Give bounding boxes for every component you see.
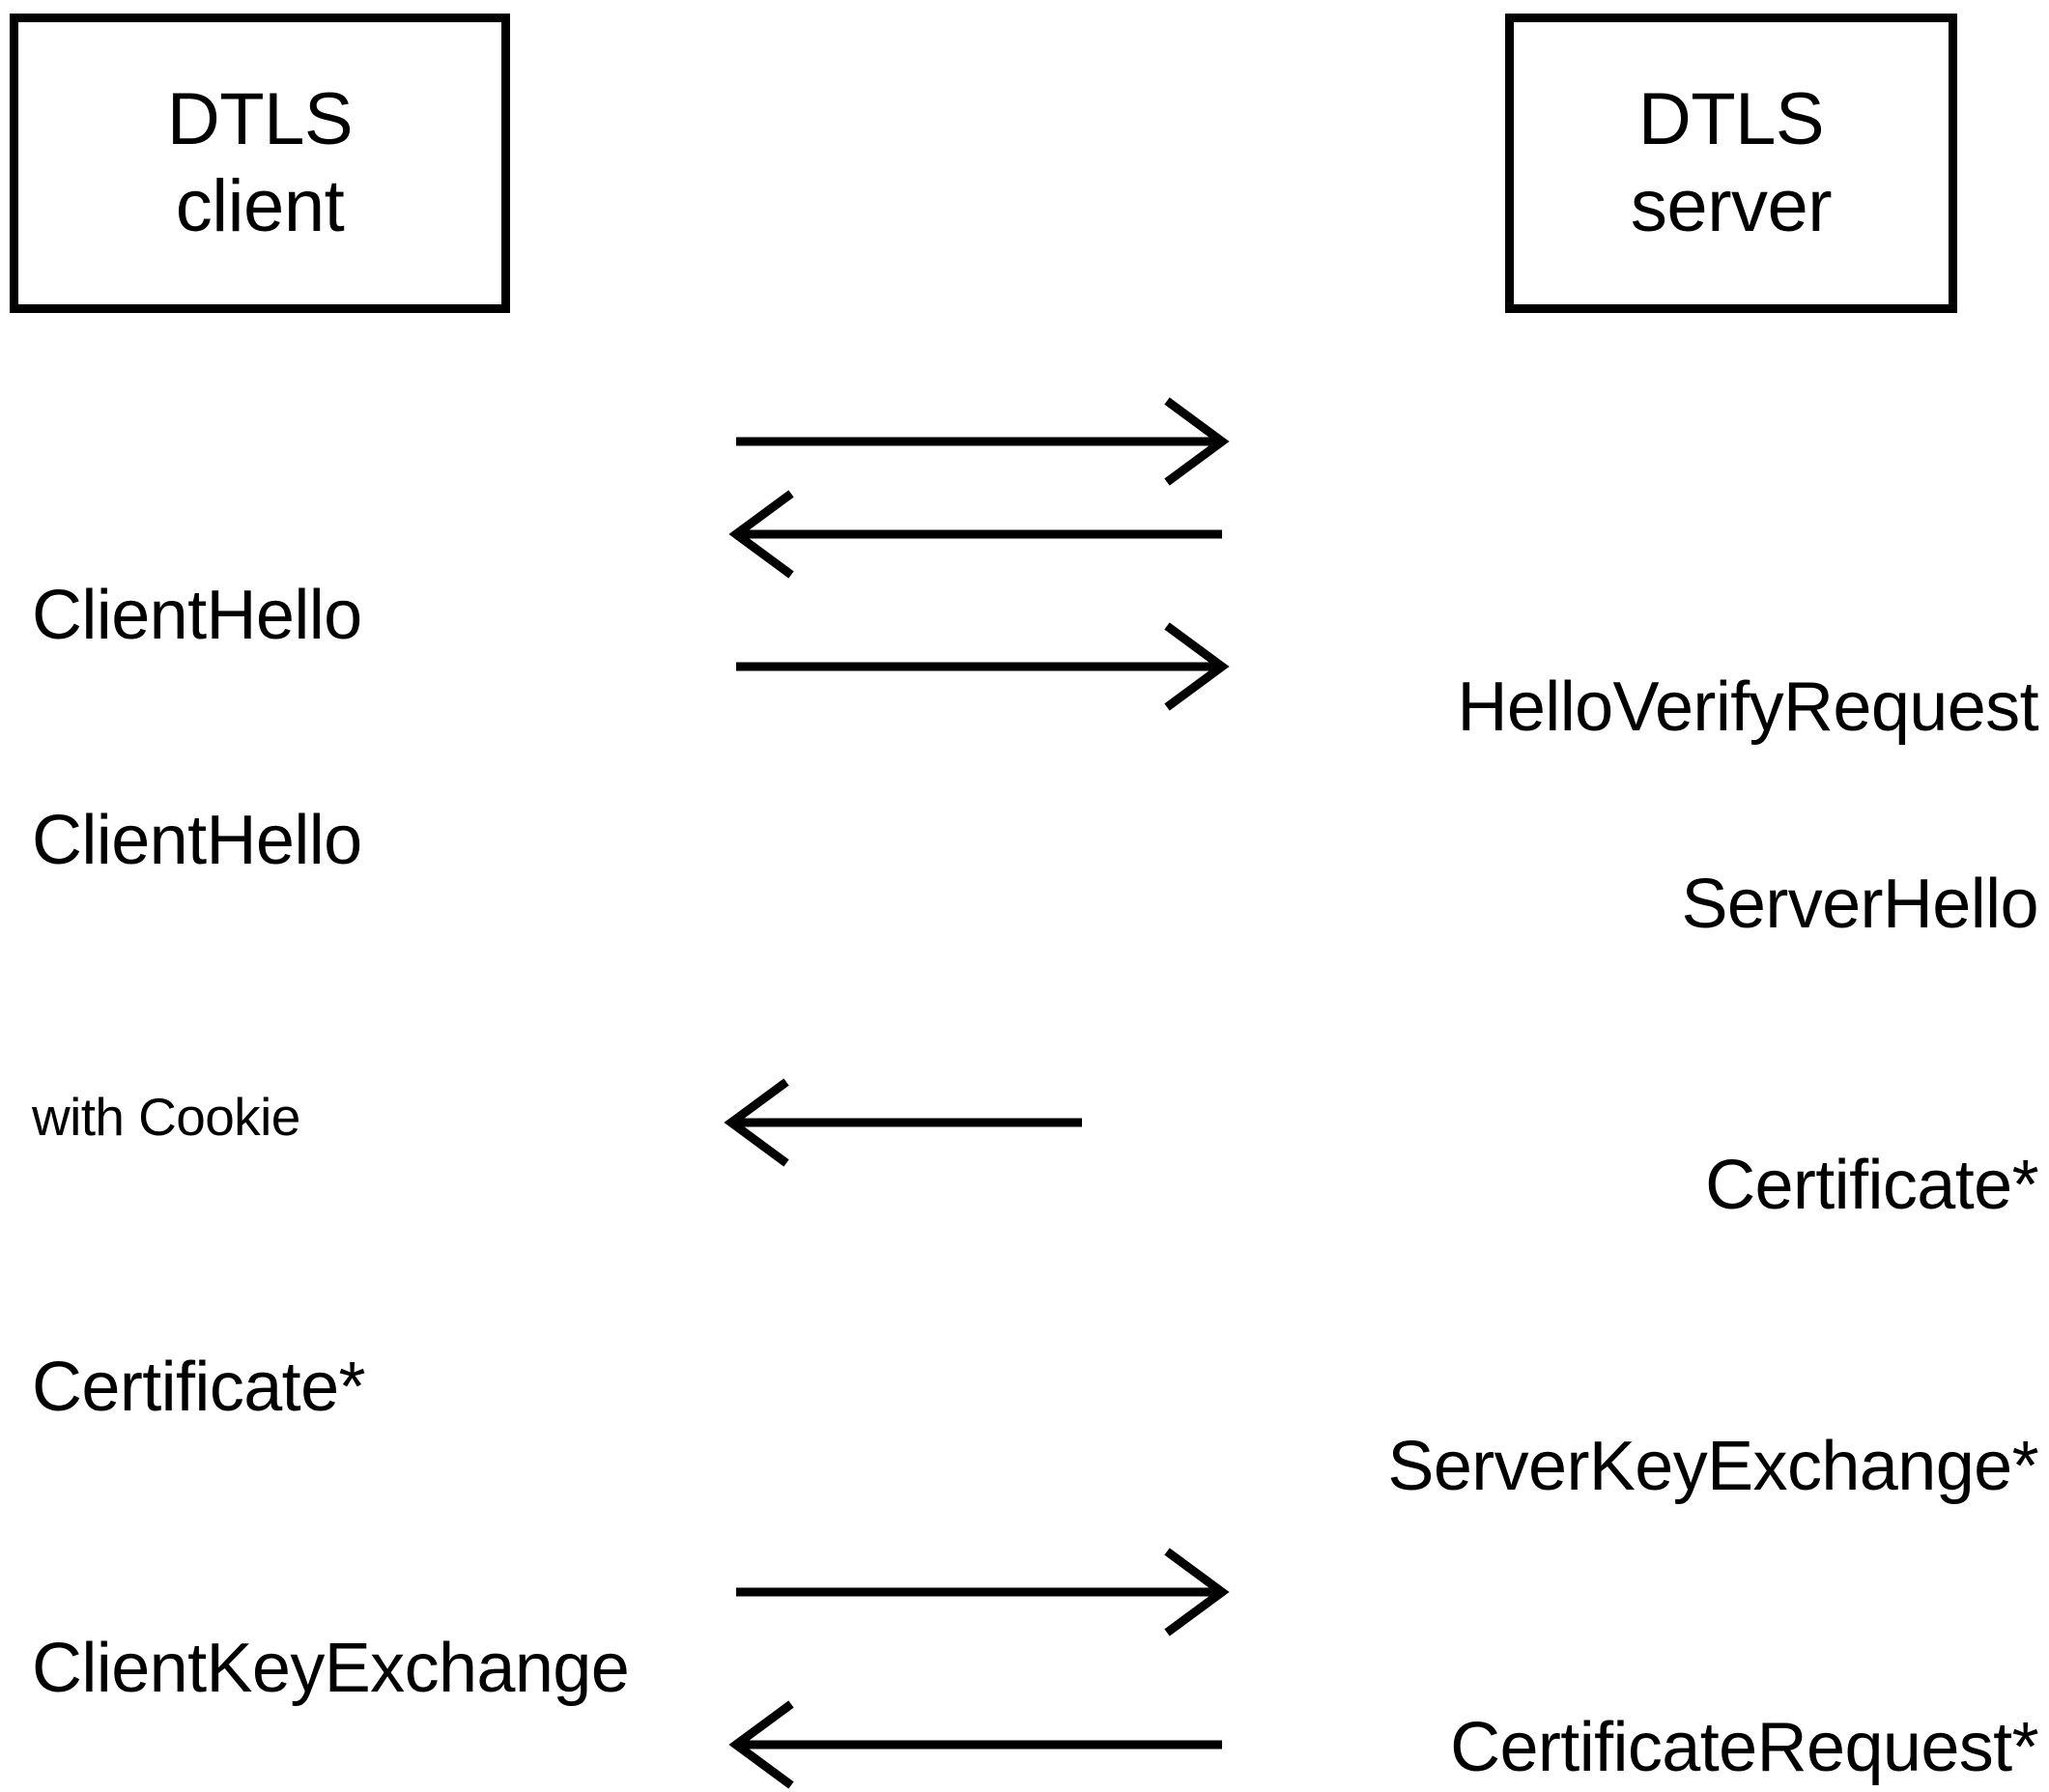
message-server-flight-line2: Certificate*: [1705, 1147, 2039, 1224]
message-client-hello-2-line2: with Cookie: [32, 1087, 300, 1147]
message-client-hello-2: ClientHello with Cookie: [32, 607, 362, 1346]
message-client-flight-line1: Certificate*: [32, 1349, 366, 1426]
arrow-hello-verify-request: [727, 490, 1222, 579]
arrow-client-flight: [736, 1548, 1230, 1636]
message-server-flight-line4: CertificateRequest*: [1450, 1709, 2039, 1786]
message-server-finish-line1: ChangeCipherSpec: [1072, 1777, 2038, 1792]
client-endpoint-box: DTLS client: [10, 14, 510, 313]
message-server-finish: ChangeCipherSpec Finished: [1072, 1589, 2038, 1792]
arrow-server-flight: [723, 1078, 1082, 1167]
arrow-client-hello-2: [736, 622, 1230, 711]
message-client-hello-1-line1: ClientHello: [32, 577, 362, 654]
client-endpoint-label-line1: DTLS: [166, 78, 354, 161]
server-endpoint-label-line1: DTLS: [1637, 78, 1825, 161]
message-server-flight: ServerHello Certificate* ServerKeyExchan…: [976, 670, 2038, 1792]
message-server-flight-line3: ServerKeyExchange*: [1387, 1428, 2038, 1505]
message-client-flight-line2: ClientKeyExchange: [32, 1630, 630, 1707]
server-endpoint-box: DTLS server: [1505, 14, 1957, 313]
message-client-hello-2-line1: ClientHello: [32, 802, 362, 879]
message-client-hello-1: ClientHello: [32, 382, 362, 850]
message-hello-verify-request-line1: HelloVerifyRequest: [1457, 668, 2038, 746]
server-endpoint-label-line2: server: [1630, 165, 1833, 247]
arrow-client-hello-1: [736, 397, 1230, 486]
client-endpoint-label-line2: client: [175, 165, 345, 247]
message-server-flight-line1: ServerHello: [1681, 866, 2038, 943]
message-hello-verify-request: HelloVerifyRequest: [1169, 473, 2038, 942]
arrow-server-finish: [727, 1700, 1222, 1789]
message-client-flight: Certificate* ClientKeyExchange Certifica…: [32, 1153, 630, 1792]
